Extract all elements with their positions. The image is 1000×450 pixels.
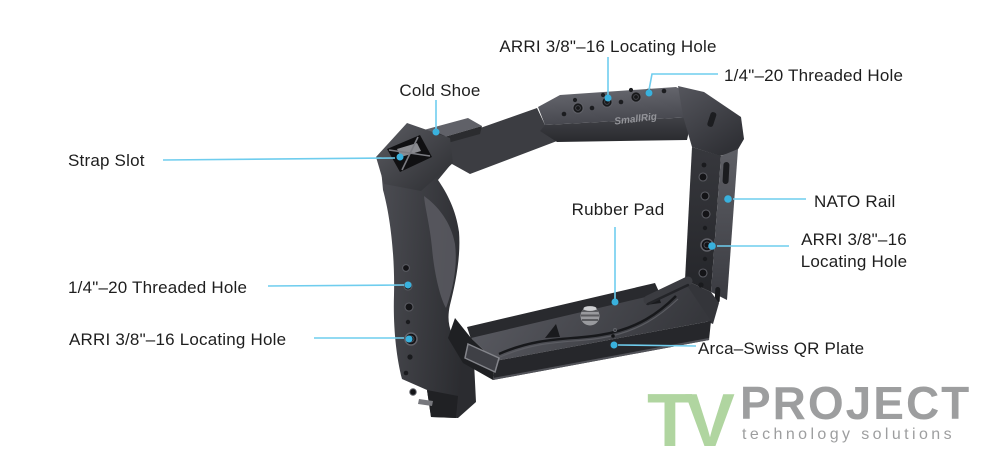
top-right-slot (707, 112, 717, 127)
bottom-plate-front (493, 321, 711, 380)
qr-plate-arc-light (499, 298, 679, 358)
logo-tv-monogram: TV (647, 378, 735, 450)
callout-lines (162, 57, 806, 347)
logo-tagline: technology solutions (742, 426, 955, 443)
strap-slot-through-hole (397, 143, 421, 157)
strap-slot-bevel-lines (388, 136, 431, 171)
callout-dot-arri-top (604, 94, 612, 102)
left-grip-foot-face (427, 390, 458, 418)
callout-dot-cold-shoe (432, 128, 440, 136)
qr-plate-arc-dark (498, 295, 677, 356)
plate-left-riser-opening (464, 342, 500, 374)
callout-label-arri-locating-hole-top: ARRI 3/8"–16 Locating Hole (499, 37, 717, 56)
callout-label-arri-locating-hole-left: ARRI 3/8"–16 Locating Hole (69, 330, 287, 349)
nato-rail-groove-top (722, 162, 730, 184)
callout-dot-quarter-top (645, 89, 653, 97)
plate-small-hole (611, 334, 615, 338)
callout-dots (396, 89, 732, 349)
camera-cage: SmallRig (376, 86, 744, 418)
right-rail-side (711, 149, 738, 300)
brand-text: SmallRig (614, 111, 658, 127)
callout-label-quarter-threaded-hole-top: 1/4"–20 Threaded Hole (724, 66, 904, 85)
callout-line-arca (617, 344, 697, 347)
callout-label-quarter-threaded-hole-left: 1/4"–20 Threaded Hole (68, 278, 248, 297)
plate-center-mark (613, 328, 617, 332)
tv-project-logo: TV PROJECT technology solutions (645, 377, 1000, 450)
mounting-screw (580, 306, 600, 326)
support-strut-shade (646, 283, 690, 306)
bottom-plate-back-riser (467, 283, 660, 339)
plate-wedge-left (545, 324, 560, 338)
callout-dot-arri-right (708, 242, 716, 250)
top-plate-front-bevel (540, 117, 692, 142)
top-plate-holes (561, 87, 667, 117)
callout-label-arca-swiss-qr-plate: Arca–Swiss QR Plate (698, 339, 865, 358)
callout-dot-arca (610, 341, 618, 349)
callout-dot-quarter-left (404, 281, 412, 289)
callout-line-quarter-top (648, 73, 718, 91)
callout-label-nato-rail: NATO Rail (814, 192, 896, 211)
callout-line-quarter-left (267, 284, 405, 287)
callout-dot-nato-rail (724, 195, 732, 203)
support-strut (643, 276, 693, 305)
top-left-arm (449, 108, 557, 174)
logo-project-wordmark: PROJECT (740, 377, 972, 429)
callout-line-strap-slot (162, 157, 396, 161)
left-foot-slot (418, 399, 433, 406)
callout-label-rubber-pad: Rubber Pad (571, 200, 665, 219)
callout-dot-arri-left (405, 335, 413, 343)
callout-dot-rubber-pad (611, 298, 619, 306)
callout-label-arri-locating-hole-right: ARRI 3/8"–16 Locating Hole (800, 230, 908, 272)
left-grip-highlight (424, 196, 456, 308)
right-rail-front (685, 147, 721, 292)
callout-label-strap-slot: Strap Slot (68, 151, 145, 170)
callout-label-cold-shoe: Cold Shoe (399, 81, 481, 100)
callout-dot-strap-slot (396, 153, 404, 161)
top-plate (538, 87, 700, 125)
